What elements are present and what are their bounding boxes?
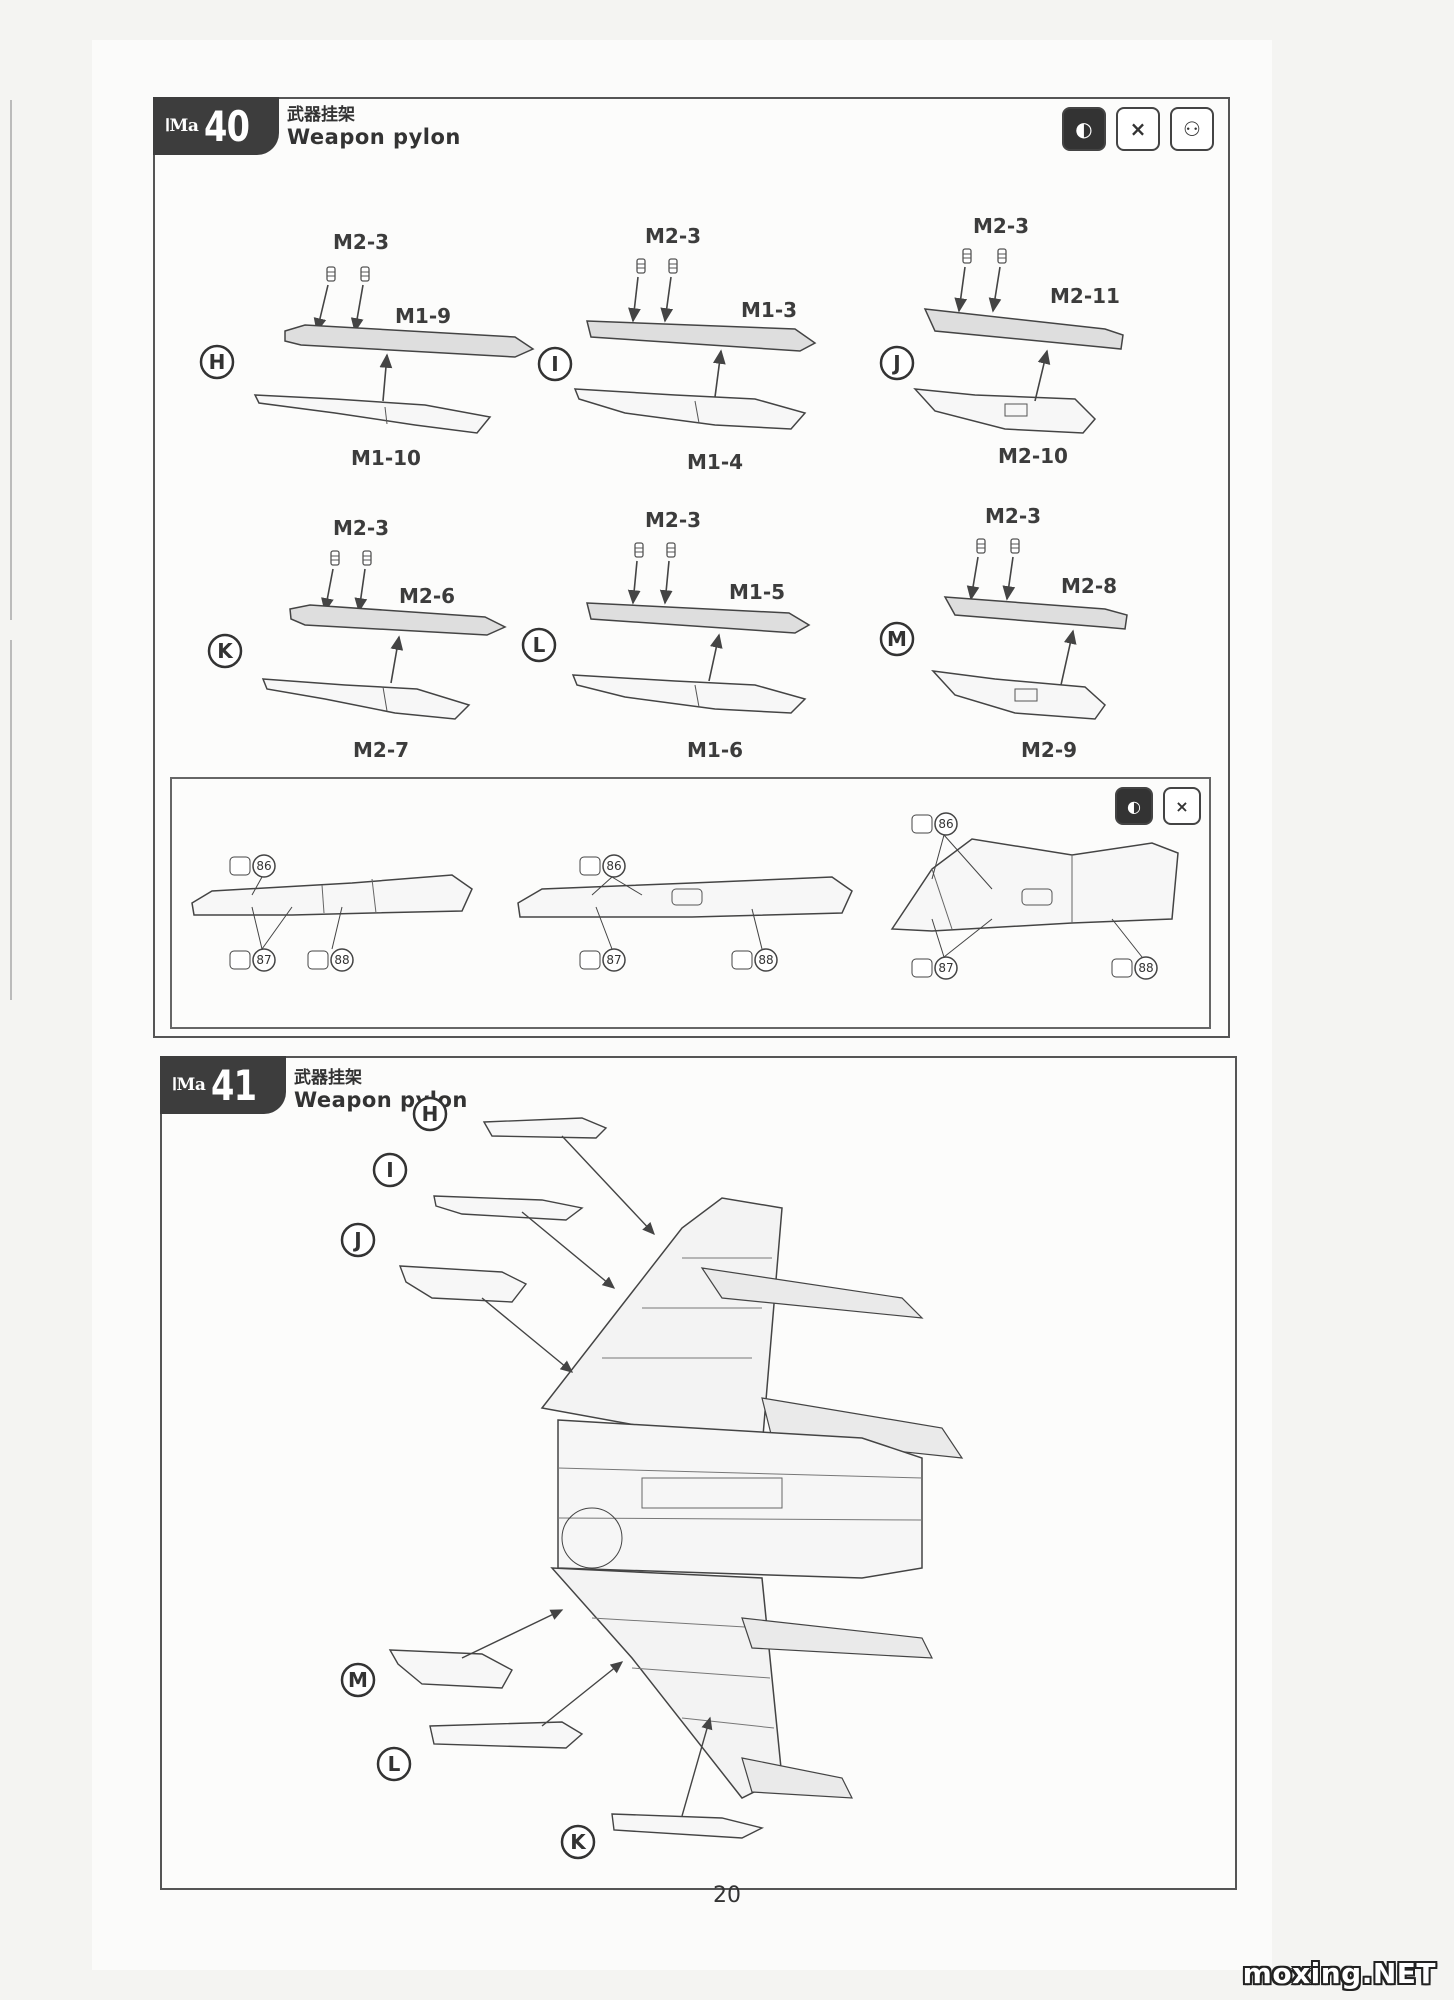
step-icons: ◐ × ⚇ [1062,107,1214,151]
step-number-badge: ꓲMa 40 [153,97,279,155]
step-40-panel: ꓲMa 40 武器挂架 Weapon pylon ◐ × ⚇ M2-3 [153,97,1230,1038]
part-label: M2-11 [1050,284,1120,308]
decal-ref: 88 [1138,961,1153,975]
decal-ref: 86 [938,817,953,831]
part-label: M1-9 [395,304,451,328]
marker-i: I [386,1158,393,1182]
decal-ref: 88 [758,953,773,967]
step-title-zh: 武器挂架 [287,105,355,125]
part-label: M2-9 [1021,738,1077,762]
marker-j: J [352,1228,361,1252]
part-label: M1-6 [687,738,743,762]
pylon-k: K [560,1716,765,1860]
decal-ref: 86 [606,859,621,873]
paint-drop-icon: ◐ [1115,787,1153,825]
part-label: M2-3 [973,214,1029,238]
part-label: M2-3 [333,230,389,254]
marker-l: L [533,633,546,657]
part-label: M1-4 [687,450,743,474]
pylon-h: H [412,1096,655,1236]
part-label: M2-3 [645,508,701,532]
step-number-badge: ꓲMa 41 [160,1056,286,1114]
times-two-icon: × [1116,107,1160,151]
part-label: M2-3 [645,224,701,248]
decal-ref: 87 [938,961,953,975]
times-symbol: × [1175,796,1189,816]
step-number: 41 [211,1060,257,1110]
part-label: M1-3 [741,298,797,322]
marker-m: M [887,627,907,651]
pylon-l: L [376,1661,624,1782]
assembly-k: M2-3 M2-6 M2-7 K [207,516,507,762]
part-label: M2-3 [333,516,389,540]
assembly-l: M2-3 M1-5 M1-6 L [521,508,811,762]
pylon-j: J [340,1222,574,1373]
decal-ref: 87 [606,953,621,967]
binding-edge [10,100,12,620]
step-title: 武器挂架 Weapon pylon [294,1068,468,1114]
marker-h: H [422,1102,439,1126]
assembly-j: M2-3 M2-11 M2-10 J [879,214,1124,468]
decal-ref: 88 [334,953,349,967]
part-label: M2-10 [998,444,1068,468]
assembly-m: M2-3 M2-8 M2-9 M [879,504,1128,762]
marker-k: K [217,639,234,663]
part-label: M2-3 [985,504,1041,528]
times-symbol: × [1129,117,1147,141]
step-number: 40 [204,101,250,151]
part-label: M2-8 [1061,574,1117,598]
marker-k: K [570,1830,587,1854]
assembly-h: M2-3 M1-9 M1-10 H [199,230,535,470]
decal-ref: 87 [256,953,271,967]
step-40-drawing: M2-3 M1-9 M1-10 H M2-3 M1-3 M1-4 [199,214,1128,762]
marker-h: H [209,350,226,374]
step-41-drawing: H I J M L K [340,1096,964,1860]
brand-mark: ꓲMa [165,116,199,136]
decal-detail-drawing: 86 87 88 86 87 [191,812,1179,980]
step-title-en: Weapon pylon [287,125,461,150]
brand-mark: ꓲMa [172,1075,206,1095]
binding-edge [10,640,12,1000]
paint-drop-icon: ◐ [1062,107,1106,151]
part-label: M1-5 [729,580,785,604]
step-41-panel: ꓲMa 41 武器挂架 Weapon pylon [160,1056,1237,1890]
page-number: 20 [713,1883,741,1908]
assembly-i: M2-3 M1-3 M1-4 I [537,224,817,474]
part-label: M2-6 [399,584,455,608]
aircraft-underside [540,1197,964,1799]
times-two-icon: × [1163,787,1201,825]
decal-pylon-middle: 86 87 88 [517,854,853,972]
decal-pylon-left: 86 87 88 [191,854,473,972]
part-label: M2-7 [353,738,409,762]
marker-j: J [891,351,900,375]
marker-i: I [551,352,558,376]
decal-pylon-right: 86 87 88 [890,812,1179,980]
step-title-zh: 武器挂架 [294,1068,362,1088]
pylon-m: M [340,1609,564,1698]
part-label: M1-10 [351,446,421,470]
decal-icon: ⚇ [1170,107,1214,151]
step-title: 武器挂架 Weapon pylon [287,105,461,151]
pylon-i: I [372,1152,616,1289]
marker-m: M [348,1668,368,1692]
marker-l: L [388,1752,401,1776]
watermark: moxing.NET [1242,1957,1436,1990]
decal-ref: 86 [256,859,271,873]
decal-detail-panel: ◐ × 86 87 88 [170,777,1211,1029]
decal-panel-icons: ◐ × [1115,787,1201,825]
